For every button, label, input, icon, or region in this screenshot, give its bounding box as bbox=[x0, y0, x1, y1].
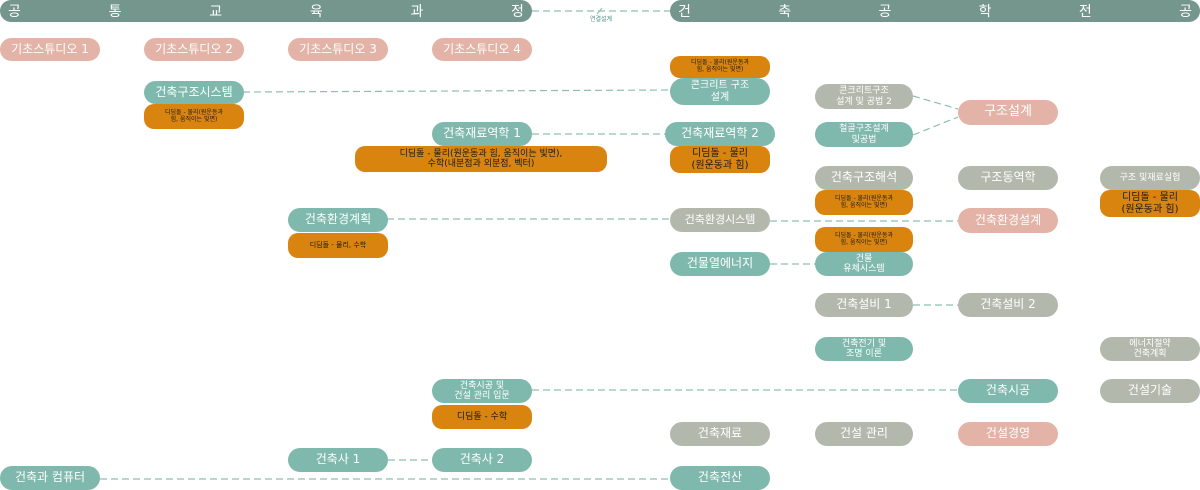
course-basic-studio-1: 기초스튜디오 1 bbox=[0, 38, 100, 61]
course-environment-design: 건축환경설계 bbox=[958, 208, 1058, 233]
course-steel-structure-design: 철골구조설계 및공법 bbox=[815, 122, 913, 147]
course-architecture-history-1: 건축사 1 bbox=[288, 448, 388, 472]
stepping-stone-note: 디딤돌 - 물리 (원운동과 힘) bbox=[1100, 190, 1200, 217]
header-char: 통 bbox=[108, 4, 122, 20]
course-material-mechanics-1: 건축재료역학 1 bbox=[432, 122, 532, 146]
header-char: 교 bbox=[209, 4, 223, 20]
course-environment-system: 건축환경시스템 bbox=[670, 208, 770, 232]
course-basic-studio-3: 기초스튜디오 3 bbox=[288, 38, 388, 61]
header-char: 축 bbox=[778, 4, 792, 20]
course-building-thermal-energy: 건물열에너지 bbox=[670, 252, 770, 276]
course-construction-business: 건설경영 bbox=[958, 422, 1058, 446]
steel-to-struct-design-line bbox=[912, 116, 959, 136]
course-architecture-history-2: 건축사 2 bbox=[432, 448, 532, 472]
course-electrical-lighting: 건축전기 및 조명 이론 bbox=[815, 337, 913, 361]
course-building-equipment-2: 건축설비 2 bbox=[958, 293, 1058, 317]
header-char: 공 bbox=[878, 4, 892, 20]
course-basic-studio-4: 기초스튜디오 4 bbox=[432, 38, 532, 61]
stepping-stone-note: 디딤돌 - 물리(원운동과 힘, 움직이는 빛면), 수학(내분점과 외분점, … bbox=[355, 146, 607, 172]
stepping-stone-note: 디딤돌 - 물리(원운동과 힘, 움직이는 빛면) bbox=[815, 227, 913, 252]
stepping-stone-note: 디딤돌 - 물리, 수학 bbox=[288, 233, 388, 258]
course-building-equipment-1: 건축설비 1 bbox=[815, 293, 913, 317]
header-char: 과 bbox=[410, 4, 424, 20]
course-environment-planning: 건축환경계획 bbox=[288, 208, 388, 232]
course-architecture-and-computer: 건축과 컴퓨터 bbox=[0, 466, 100, 490]
course-basic-studio-2: 기초스튜디오 2 bbox=[144, 38, 244, 61]
header-char: 정 bbox=[511, 4, 524, 20]
conc2-to-struct-design-line bbox=[912, 95, 959, 110]
course-concrete-structure-design: 콘크리트 구조 설계 bbox=[670, 78, 770, 105]
general-curriculum-header: 공 통 교 육 과 정 bbox=[0, 0, 532, 22]
course-structural-dynamics: 구조동역학 bbox=[958, 166, 1058, 190]
course-building-construction: 건축시공 bbox=[958, 379, 1058, 403]
course-structure-material-lab: 구조 및재료실험 bbox=[1100, 166, 1200, 190]
course-energy-saving-planning: 에너지절약 건축계획 bbox=[1100, 337, 1200, 361]
header-char: 학 bbox=[978, 4, 992, 20]
architecture-engineering-header: 건 축 공 학 전 공 bbox=[670, 0, 1200, 22]
header-char: 육 bbox=[309, 4, 323, 20]
header-char: 건 bbox=[678, 4, 691, 20]
stepping-stone-note: 디딤돌 - 물리(원운동과 힘, 움직이는 빛면) bbox=[144, 104, 244, 129]
course-building-materials: 건축재료 bbox=[670, 422, 770, 446]
link-label: 연결설계 bbox=[590, 16, 613, 23]
course-architectural-computing: 건축전산 bbox=[670, 466, 770, 490]
course-concrete-design-2: 콘크리트구조 설계 및 공법 2 bbox=[815, 84, 913, 109]
course-material-mechanics-2: 건축재료역학 2 bbox=[665, 122, 775, 146]
header-char: 공 bbox=[1179, 4, 1192, 20]
course-construction-technology: 건설기술 bbox=[1100, 379, 1200, 403]
stepping-stone-note: 디딤돌 - 물리(원운동과 힘, 움직이는 빛면) bbox=[670, 56, 770, 78]
course-building-fluid-system: 건물 유체시스템 bbox=[815, 252, 913, 276]
header-char: 공 bbox=[8, 4, 21, 20]
course-structural-system: 건축구조시스템 bbox=[144, 81, 244, 104]
header-char: 전 bbox=[1078, 4, 1092, 20]
stepping-stone-note: 디딤돌 - 물리 (원운동과 힘) bbox=[670, 146, 770, 173]
header-link-tick bbox=[596, 7, 603, 15]
stepping-stone-note: 디딤돌 - 수학 bbox=[432, 405, 532, 429]
course-structural-analysis: 건축구조해석 bbox=[815, 166, 913, 190]
struct-sys-to-conc-line bbox=[242, 89, 671, 93]
course-structural-design: 구조설계 bbox=[958, 100, 1058, 125]
stepping-stone-note: 디딤돌 - 물리(원운동과 힘, 움직이는 빛면) bbox=[815, 190, 913, 215]
course-construction-management: 건설 관리 bbox=[815, 422, 913, 446]
course-construction-intro: 건축시공 및 건설 관리 입문 bbox=[432, 379, 532, 403]
